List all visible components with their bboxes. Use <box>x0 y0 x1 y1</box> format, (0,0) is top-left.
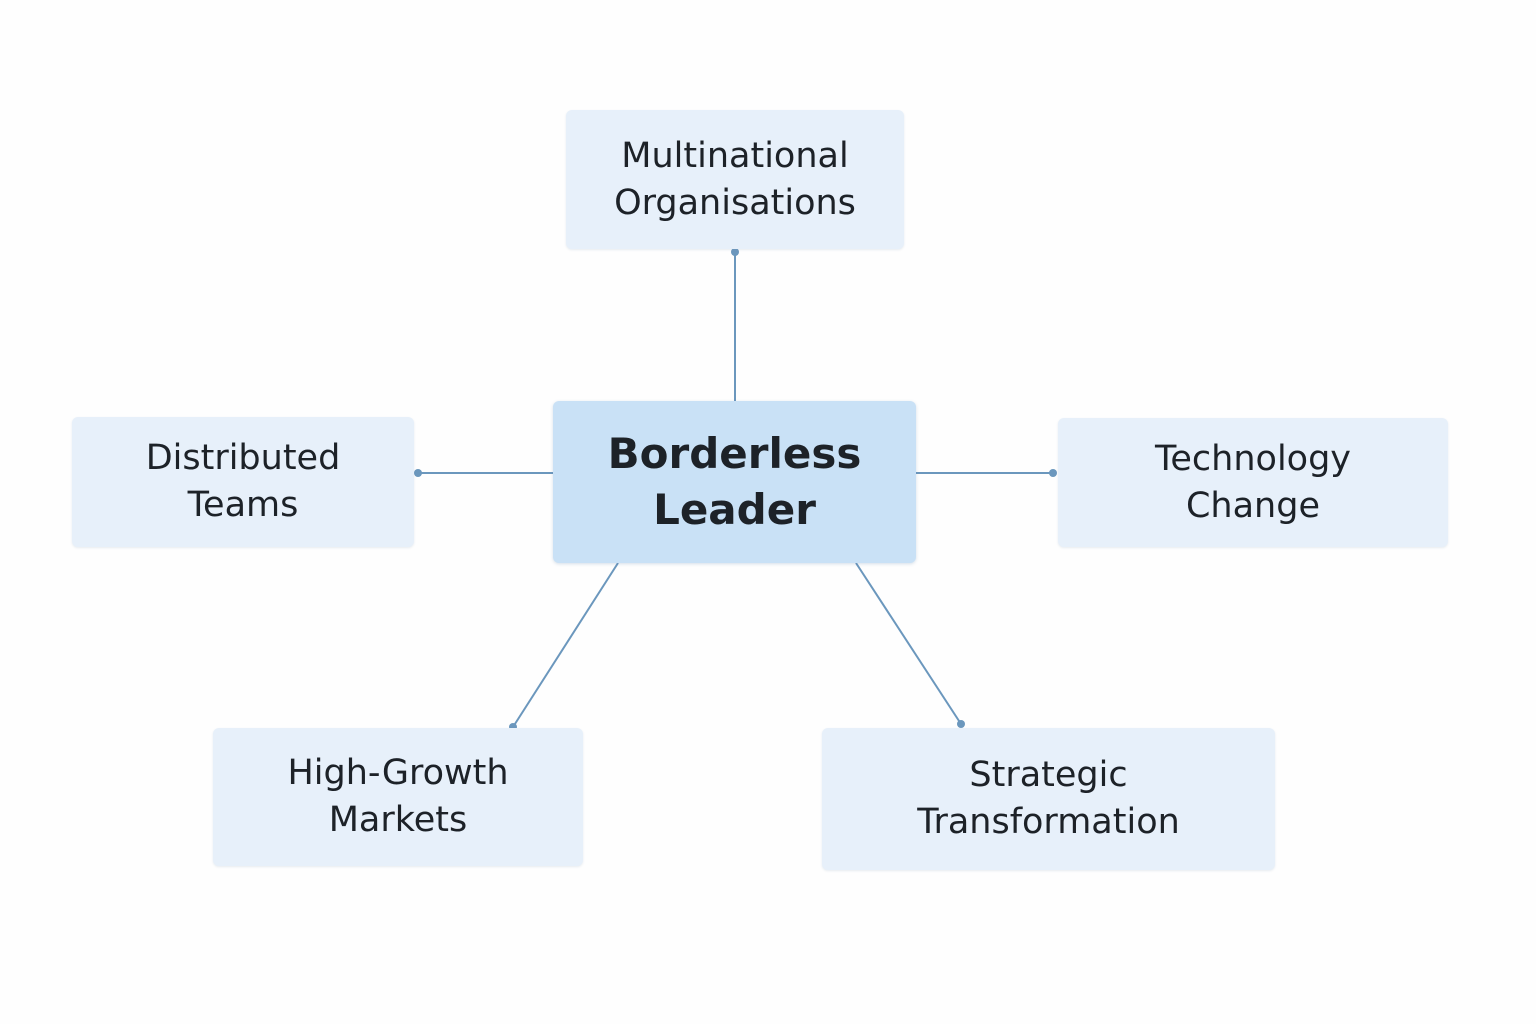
node-multinational-organisations: Multinational Organisations <box>566 110 904 249</box>
node-label-line: Distributed <box>145 438 341 478</box>
node-technology-change: Technology Change <box>1058 418 1448 547</box>
connector-endpoint-bottom-right <box>957 720 965 728</box>
connector-endpoint-left <box>414 469 422 477</box>
node-distributed-teams: Distributed Teams <box>72 417 414 547</box>
node-strategic-transformation: Strategic Transformation <box>822 728 1275 870</box>
node-label-line: High-Growth <box>287 753 509 793</box>
connector-endpoint-top <box>731 248 739 256</box>
connector-bottom-right <box>855 562 962 725</box>
center-label-line: Borderless <box>607 429 862 478</box>
node-label-line: Teams <box>187 485 299 525</box>
node-label-line: Change <box>1185 485 1320 526</box>
center-label-line: Leader <box>653 485 816 534</box>
connector-bottom-left <box>512 562 619 728</box>
node-label-line: Organisations <box>614 182 856 223</box>
node-high-growth-markets: High-Growth Markets <box>213 728 583 866</box>
node-label-line: Strategic <box>969 755 1128 795</box>
node-label-line: Multinational <box>621 135 849 176</box>
node-label-line: Markets <box>328 800 468 840</box>
node-borderless-leader: Borderless Leader <box>553 401 916 563</box>
node-label-line: Technology <box>1154 438 1352 479</box>
connector-endpoint-right <box>1049 469 1057 477</box>
node-label-line: Transformation <box>917 802 1180 842</box>
